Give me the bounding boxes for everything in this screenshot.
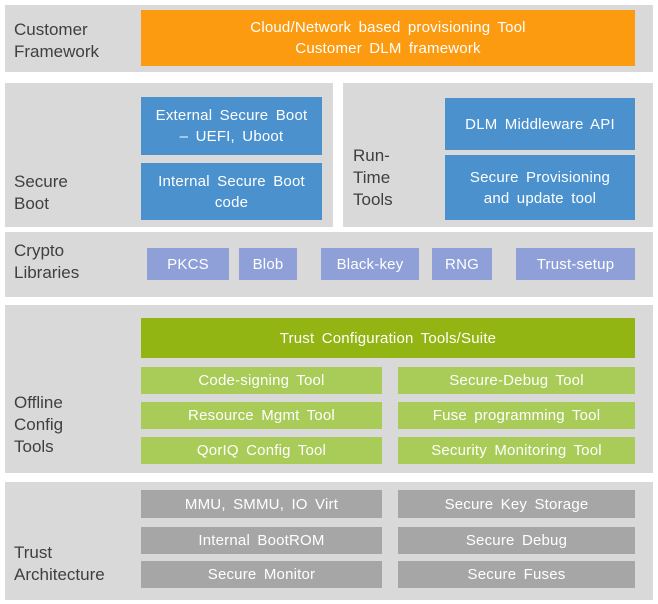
qoriq-config-tool-box: QorIQ Config Tool xyxy=(141,437,382,464)
fuse-programming-tool-box: Fuse programming Tool xyxy=(398,402,635,429)
trust-setup-box: Trust-setup xyxy=(516,248,635,280)
band-customer-framework: Customer Framework Cloud/Network based p… xyxy=(5,5,653,72)
secure-boot-label: Secure Boot xyxy=(14,172,68,214)
internal-secure-boot-box: Internal Secure Boot code xyxy=(141,163,322,220)
code-signing-tool-box: Code-signing Tool xyxy=(141,367,382,394)
secure-monitor-box: Secure Monitor xyxy=(141,561,382,588)
rng-box: RNG xyxy=(432,248,492,280)
band-trust-architecture: Trust Architecture MMU, SMMU, IO Virt Se… xyxy=(5,482,653,600)
secure-debug-box: Secure Debug xyxy=(398,527,635,554)
resource-mgmt-tool-box: Resource Mgmt Tool xyxy=(141,402,382,429)
internal-bootrom-box: Internal BootROM xyxy=(141,527,382,554)
band-crypto-libraries: Crypto Libraries PKCS Blob Black-key RNG… xyxy=(5,232,653,297)
band-run-time-tools: Run- Time Tools DLM Middleware API Secur… xyxy=(343,83,653,227)
band-offline-config-tools: Offline Config Tools Trust Configuration… xyxy=(5,305,653,473)
crypto-libraries-label: Crypto Libraries xyxy=(14,241,80,283)
secure-key-storage-box: Secure Key Storage xyxy=(398,490,635,518)
offline-config-tools-label: Offline Config Tools xyxy=(14,393,64,457)
secure-debug-tool-box: Secure-Debug Tool xyxy=(398,367,635,394)
dlm-middleware-api-box: DLM Middleware API xyxy=(445,98,635,150)
band-secure-boot: Secure Boot External Secure Boot – UEFI,… xyxy=(5,83,333,227)
pkcs-box: PKCS xyxy=(147,248,229,280)
external-secure-boot-box: External Secure Boot – UEFI, Uboot xyxy=(141,97,322,155)
secure-fuses-box: Secure Fuses xyxy=(398,561,635,588)
run-time-tools-label: Run- Time Tools xyxy=(353,146,393,210)
customer-framework-label: Customer Framework xyxy=(14,20,100,62)
security-monitoring-tool-box: Security Monitoring Tool xyxy=(398,437,635,464)
secure-provisioning-update-box: Secure Provisioning and update tool xyxy=(445,155,635,220)
mmu-smmu-io-virt-box: MMU, SMMU, IO Virt xyxy=(141,490,382,518)
cloud-provisioning-tool-box: Cloud/Network based provisioning Tool Cu… xyxy=(141,10,635,66)
black-key-box: Black-key xyxy=(321,248,419,280)
trust-architecture-label: Trust Architecture xyxy=(14,543,105,585)
blob-box: Blob xyxy=(239,248,297,280)
trust-configuration-suite-box: Trust Configuration Tools/Suite xyxy=(141,318,635,358)
